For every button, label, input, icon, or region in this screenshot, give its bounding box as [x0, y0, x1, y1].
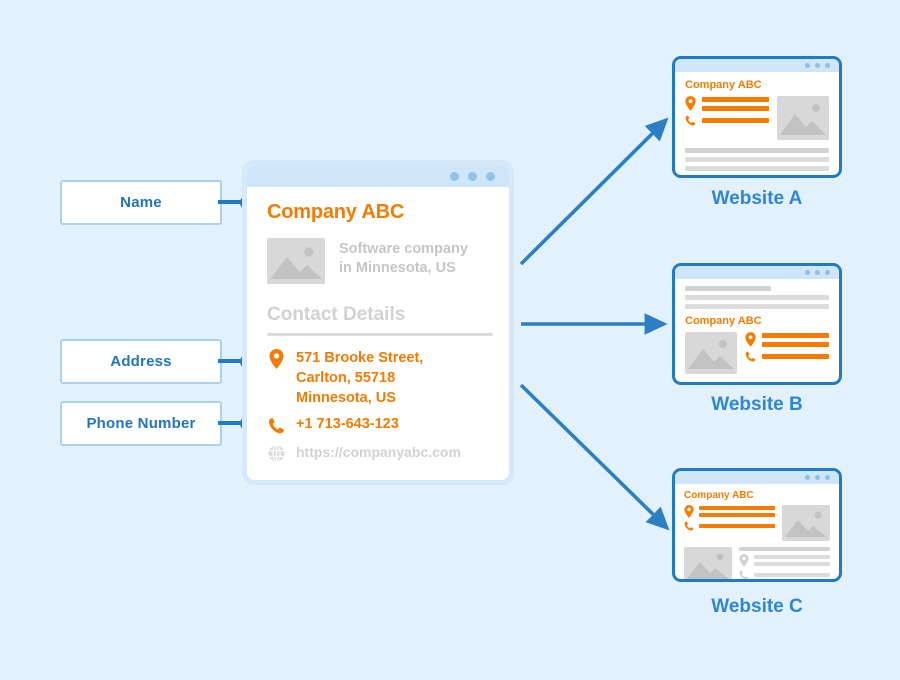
content-bar-gray: [685, 304, 829, 309]
website-a-company-name: Company ABC: [685, 79, 762, 91]
content-bar-gray: [685, 166, 829, 171]
label-phone-number: Phone Number: [60, 401, 222, 446]
content-bar-gray: [685, 295, 829, 300]
map-pin-icon: [739, 554, 749, 567]
window-dot-icon: [805, 63, 810, 68]
content-bar-gray: [685, 286, 772, 291]
arrow-to-website-c: [519, 383, 670, 531]
label-address: Address: [60, 339, 222, 384]
address-line-3: Minnesota, US: [296, 390, 396, 406]
content-bar-gray: [754, 555, 830, 559]
window-dot-icon: [805, 475, 810, 480]
label-name: Name: [60, 180, 222, 225]
website-b-company-name: Company ABC: [685, 315, 762, 327]
website-b-body: Company ABC: [675, 279, 839, 382]
website-b-titlebar: [675, 266, 839, 279]
connector-line-name: [218, 200, 252, 204]
label-address-text: Address: [110, 353, 172, 370]
window-dot-icon: [486, 171, 495, 181]
map-pin-icon: [684, 505, 694, 518]
window-dot-icon: [805, 270, 810, 275]
image-placeholder-icon: [685, 332, 737, 374]
content-bar-orange: [699, 524, 775, 528]
profile-website-url: https://companyabc.com: [296, 444, 461, 460]
profile-card-titlebar: [247, 165, 509, 187]
content-bar-gray: [685, 148, 829, 153]
phone-icon: [684, 521, 694, 531]
content-bar-orange: [699, 506, 775, 510]
window-dot-icon: [450, 171, 459, 181]
website-c-titlebar: [675, 471, 839, 484]
profile-description-line1: Software company: [339, 241, 468, 257]
phone-icon: [739, 570, 749, 579]
arrow-to-website-a: [519, 117, 669, 266]
label-phone-number-text: Phone Number: [86, 415, 196, 432]
map-pin-icon: [745, 332, 756, 347]
content-bar-orange: [762, 333, 829, 338]
image-placeholder-icon: [267, 238, 325, 284]
label-name-text: Name: [120, 194, 162, 211]
website-card-a[interactable]: Company ABC: [672, 56, 842, 178]
address-line-1: 571 Brooke Street,: [296, 350, 424, 366]
window-dot-icon: [815, 475, 820, 480]
company-profile-card-inner: Company ABC Software company in Minnesot…: [247, 165, 509, 480]
section-divider: [267, 333, 493, 336]
profile-description: Software company in Minnesota, US: [339, 238, 468, 277]
profile-address: 571 Brooke Street, Carlton, 55718 Minnes…: [296, 348, 423, 408]
globe-icon: [267, 444, 285, 462]
image-placeholder-icon: [684, 547, 732, 579]
address-line-2: Carlton, 55718: [296, 370, 396, 386]
content-bar-orange: [702, 118, 769, 123]
content-bar-gray: [739, 547, 830, 551]
content-bar-orange: [762, 354, 829, 359]
window-dot-icon: [815, 63, 820, 68]
website-b-caption: Website B: [711, 394, 803, 415]
content-bar-gray: [685, 157, 829, 162]
profile-description-line2: in Minnesota, US: [339, 259, 456, 276]
image-placeholder-icon: [777, 96, 829, 140]
connector-line-phone: [218, 421, 252, 425]
phone-icon: [267, 416, 285, 434]
content-bar-orange: [702, 97, 769, 102]
profile-description-row: Software company in Minnesota, US: [267, 238, 493, 284]
phone-icon: [745, 351, 756, 362]
content-bar-gray: [754, 562, 830, 566]
website-card-b[interactable]: Company ABC: [672, 263, 842, 385]
content-bar-gray: [754, 573, 830, 577]
window-dot-icon: [825, 475, 830, 480]
content-bar-orange: [762, 342, 829, 347]
image-placeholder-icon: [782, 505, 830, 541]
connector-line-address: [218, 359, 252, 363]
profile-card-body: Company ABC Software company in Minnesot…: [247, 187, 509, 462]
website-a-body: Company ABC: [675, 72, 839, 175]
website-a-caption: Website A: [711, 188, 803, 209]
website-card-c[interactable]: Company ABC: [672, 468, 842, 582]
content-bar-orange: [699, 513, 775, 517]
website-c-caption: Website C: [711, 596, 803, 617]
website-c-company-name: Company ABC: [684, 490, 754, 501]
website-a-titlebar: [675, 59, 839, 72]
window-dot-icon: [815, 270, 820, 275]
company-profile-card: Company ABC Software company in Minnesot…: [242, 160, 514, 485]
phone-icon: [685, 115, 696, 126]
profile-website-row: https://companyabc.com: [267, 444, 493, 462]
contact-details-heading: Contact Details: [267, 304, 406, 325]
profile-address-row: 571 Brooke Street, Carlton, 55718 Minnes…: [267, 348, 493, 408]
profile-company-name: Company ABC: [267, 201, 405, 223]
website-c-body: Company ABC: [675, 484, 839, 579]
profile-phone-row: +1 713-643-123: [267, 416, 493, 434]
window-dot-icon: [825, 270, 830, 275]
map-pin-icon: [267, 348, 285, 369]
content-bar-orange: [702, 106, 769, 111]
profile-phone: +1 713-643-123: [296, 416, 399, 432]
window-dot-icon: [468, 171, 477, 181]
window-dot-icon: [825, 63, 830, 68]
map-pin-icon: [685, 96, 696, 111]
